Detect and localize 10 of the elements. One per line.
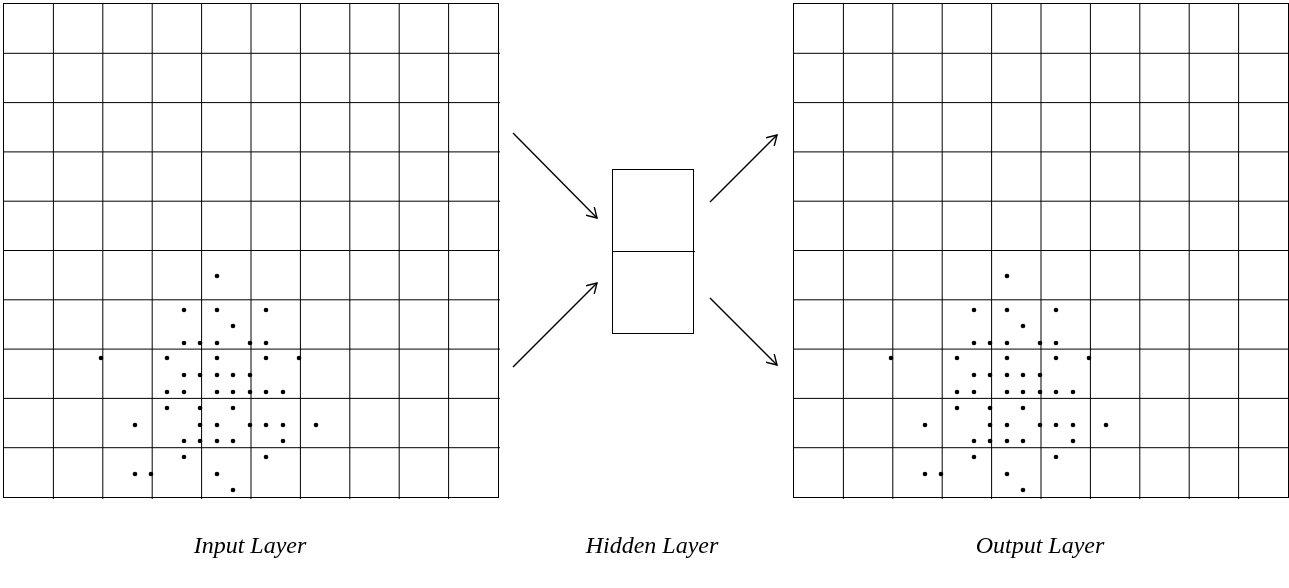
pixel-grid: [793, 3, 1289, 498]
arrow: [709, 134, 778, 203]
pixel-grid: [3, 3, 499, 498]
layer-caption: Input Layer: [193, 532, 307, 559]
layer-caption: Output Layer: [975, 532, 1105, 559]
arrow: [512, 132, 598, 219]
hidden-unit-box: [612, 169, 694, 334]
arrow: [709, 297, 778, 366]
arrow: [512, 282, 598, 368]
layer-caption: Hidden Layer: [585, 532, 719, 559]
